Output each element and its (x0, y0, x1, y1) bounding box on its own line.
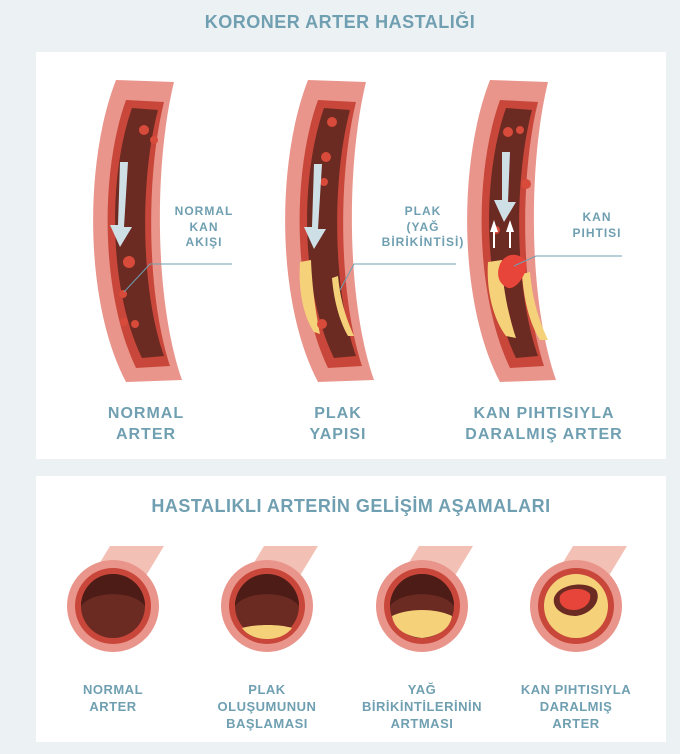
stage-clot-narrowed-cross-section (530, 546, 627, 652)
blood-cell-icon (120, 318, 128, 326)
blood-cell-icon (131, 320, 139, 328)
blood-cell-icon (320, 178, 328, 186)
normal-flow-annotation: NORMAL KAN AKIŞI (164, 204, 244, 251)
blood-cell-icon (317, 319, 327, 329)
clot-narrowed-caption: KAN PIHTISIYLA DARALMIŞ ARTER (444, 404, 644, 446)
blood-cell-icon (321, 152, 331, 162)
main-title: KORONER ARTER HASTALIĞI (0, 12, 680, 33)
blood-cell-icon (516, 126, 524, 134)
stage-4-label: KAN PIHTISIYLA DARALMIŞ ARTER (506, 682, 646, 733)
blood-cell-icon (503, 127, 513, 137)
blood-cell-icon (123, 256, 135, 268)
stage-normal-cross-section (67, 546, 164, 652)
blood-cell-icon (139, 125, 149, 135)
blood-cell-icon (119, 290, 127, 298)
plaque-structure-caption: PLAK YAPISI (268, 404, 408, 446)
artery-illustrations (36, 52, 666, 459)
blood-cell-icon (150, 136, 158, 144)
artery-comparison-panel: NORMAL KAN AKIŞI PLAK (YAĞ BİRİKİNTİSİ) … (36, 52, 666, 459)
blood-cell-icon (521, 179, 531, 189)
normal-artery-caption: NORMAL ARTER (76, 404, 216, 446)
plaque-annotation: PLAK (YAĞ BİRİKİNTİSİ) (374, 204, 472, 251)
disease-stages-panel: HASTALIKLI ARTERİN GELİŞİM AŞAMALARI (36, 476, 666, 742)
blood-cell-icon (327, 117, 337, 127)
clot-annotation: KAN PIHTISI (566, 210, 628, 241)
stage-deposits-increase-cross-section (376, 546, 473, 652)
stage-3-label: YAĞ BİRİKİNTİLERİNİN ARTMASI (352, 682, 492, 733)
stage-1-label: NORMAL ARTER (53, 682, 173, 716)
annotation-line (340, 264, 456, 290)
stage-2-label: PLAK OLUŞUMUNUN BAŞLAMASI (202, 682, 332, 733)
stage-plaque-start-cross-section (221, 546, 318, 652)
